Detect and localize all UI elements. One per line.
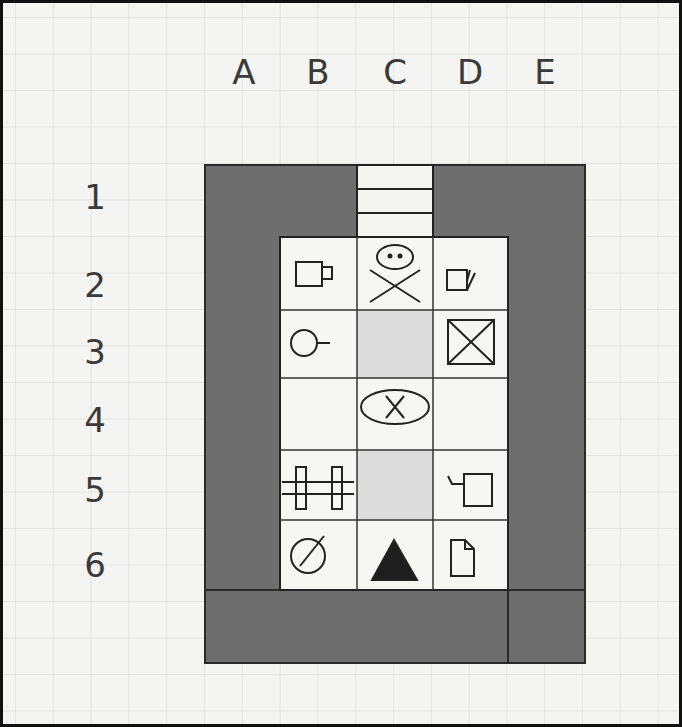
skull-symbol: [370, 245, 420, 302]
row-label: 1: [84, 180, 106, 214]
row-label: 5: [84, 473, 106, 507]
mirror-symbol: [291, 330, 330, 356]
gauge-symbol: [291, 536, 325, 573]
barbell-symbol: [282, 467, 354, 509]
column-label: A: [232, 55, 255, 89]
check-box-symbol: [447, 270, 475, 290]
column-label: B: [306, 55, 329, 89]
row-label: 3: [84, 335, 106, 369]
column-label: E: [534, 55, 555, 89]
wall-area: [205, 165, 585, 663]
row-label: 6: [84, 548, 106, 582]
row-label: 4: [84, 403, 106, 437]
shaded-cell: [357, 310, 433, 378]
page-symbol: [451, 540, 474, 576]
room-grid: [280, 237, 508, 590]
mug-symbol: [296, 262, 332, 286]
stair-step: [357, 188, 433, 190]
row-label: 2: [84, 268, 106, 302]
tap-symbol: [448, 474, 492, 506]
stairs: [357, 165, 433, 237]
shaded-cell: [357, 450, 433, 520]
column-label: D: [457, 55, 483, 89]
column-label: C: [383, 55, 407, 89]
crate-symbol: [448, 320, 494, 364]
room: [280, 237, 508, 590]
cone-symbol: [372, 540, 417, 580]
stair-step: [357, 212, 433, 214]
wall-line: [507, 590, 509, 663]
pit-symbol: [361, 390, 429, 424]
